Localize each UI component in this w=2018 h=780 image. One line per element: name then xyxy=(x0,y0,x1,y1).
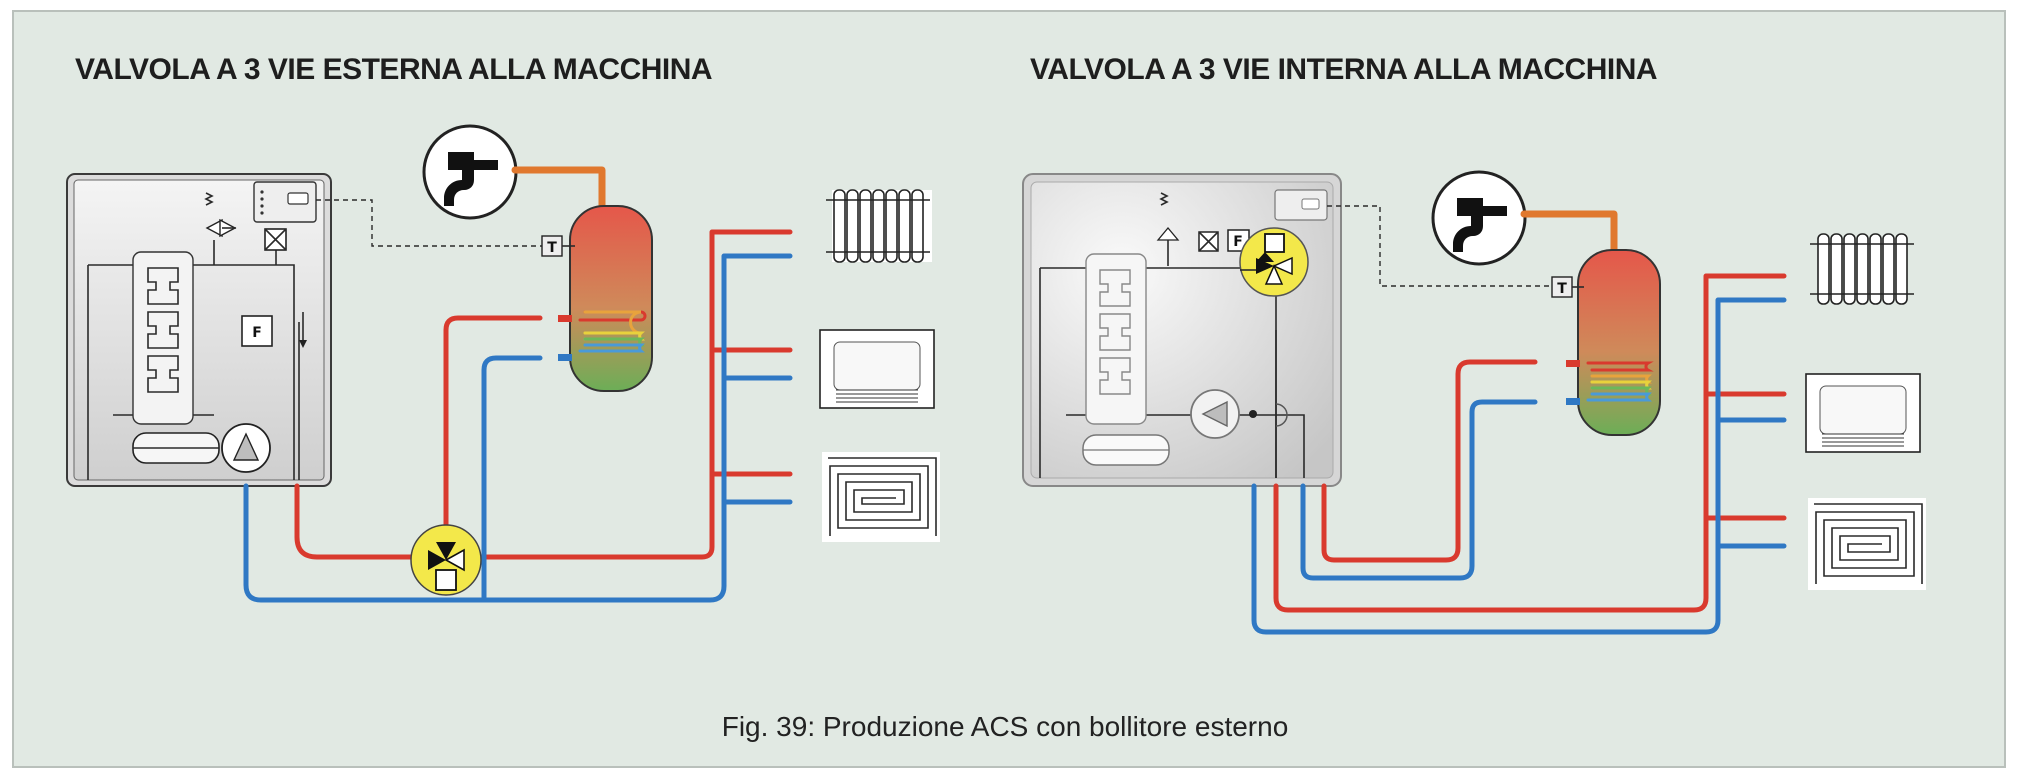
tap-icon xyxy=(422,124,518,220)
right-tank-return-pipe xyxy=(1300,399,1538,581)
left-title: VALVOLA A 3 VIE ESTERNA ALLA MACCHINA xyxy=(75,53,712,86)
right-title: VALVOLA A 3 VIE INTERNA ALLA MACCHINA xyxy=(1030,53,1657,86)
three-way-valve-icon xyxy=(1239,227,1309,297)
left-supply-pipe xyxy=(294,229,793,560)
heat-exchanger-icon xyxy=(132,251,194,425)
air-vent-icon xyxy=(264,228,287,251)
left-tank-return-pipe xyxy=(481,355,543,603)
flow-switch-icon: F xyxy=(241,312,307,348)
pump-icon xyxy=(1190,389,1288,439)
three-way-valve-icon xyxy=(410,524,482,596)
fan-coil-icon xyxy=(1805,373,1921,453)
underfloor-heating-icon xyxy=(822,452,940,542)
left-return-pipe xyxy=(243,253,793,603)
safety-valve-icon xyxy=(204,192,237,238)
diagram-frame xyxy=(12,10,2006,768)
right-tank-supply-pipe xyxy=(1321,359,1538,563)
tank-icon: T xyxy=(541,205,653,392)
radiator-icon xyxy=(826,189,932,263)
expansion-vessel-icon xyxy=(132,432,220,464)
right-return-pipe xyxy=(1251,297,1787,635)
figure-caption: Fig. 39: Produzione ACS con bollitore es… xyxy=(722,711,1289,742)
heat-exchanger-icon xyxy=(1085,253,1147,425)
left-diagram: F T xyxy=(66,124,940,603)
tank-icon: T xyxy=(1551,249,1661,436)
heat-pump-unit-icon: F xyxy=(66,173,332,487)
heat-pump-unit-icon: F xyxy=(1022,173,1342,487)
fan-coil-icon xyxy=(819,329,935,409)
flow-switch-label: F xyxy=(252,325,262,341)
dhw-outlet-pipe xyxy=(511,166,606,212)
controller-icon xyxy=(253,181,317,223)
left-thermostat-label: T xyxy=(547,240,557,256)
tap-icon xyxy=(1431,170,1527,266)
safety-valve-icon xyxy=(1156,192,1180,266)
right-diagram: F xyxy=(1022,170,1926,635)
right-supply-pipe xyxy=(1273,273,1787,613)
air-vent-icon xyxy=(1198,231,1219,252)
left-tank-supply-pipe xyxy=(443,315,543,560)
right-thermostat-label: T xyxy=(1557,281,1567,297)
expansion-vessel-icon xyxy=(1082,434,1170,466)
radiator-icon xyxy=(1810,233,1914,305)
underfloor-heating-icon xyxy=(1808,498,1926,590)
dhw-outlet-pipe xyxy=(1520,210,1618,256)
flow-switch-label-right: F xyxy=(1233,234,1243,250)
pump-icon xyxy=(221,423,271,473)
controller-icon xyxy=(1274,189,1328,221)
